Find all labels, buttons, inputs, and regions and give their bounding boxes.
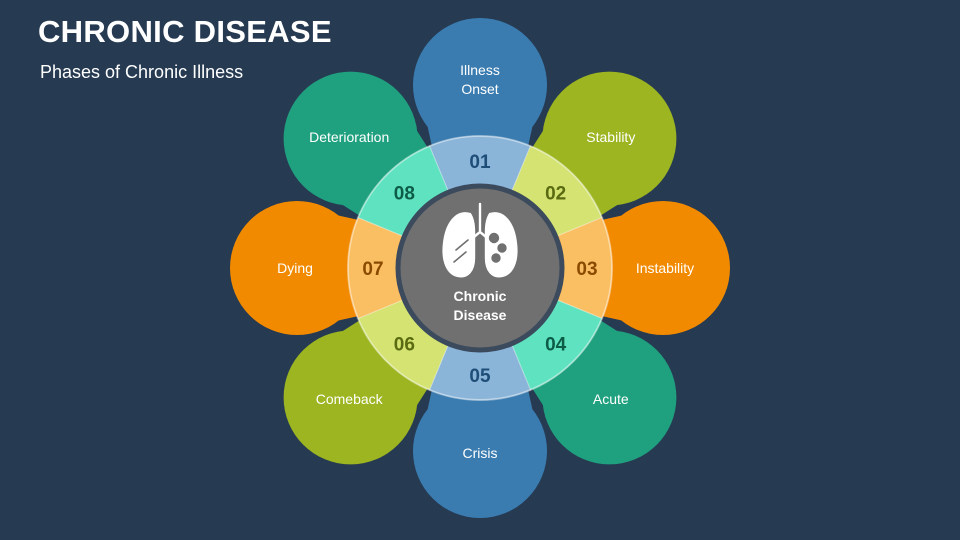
phase-number-03: 03 xyxy=(576,259,597,280)
center-circle xyxy=(395,183,565,353)
petal-bulb-05 xyxy=(413,384,547,518)
phase-number-04: 04 xyxy=(545,335,567,356)
page-subtitle: Phases of Chronic Illness xyxy=(40,62,244,82)
phase-label-07: Dying xyxy=(277,260,313,276)
phase-number-07: 07 xyxy=(362,259,383,280)
phase-label-05: Crisis xyxy=(463,445,498,461)
ring-segments-group xyxy=(347,135,613,401)
phase-number-02: 02 xyxy=(545,183,566,204)
petal-bulb-06 xyxy=(283,330,418,465)
center-label-line2: Disease xyxy=(454,307,507,323)
phase-number-08: 08 xyxy=(394,183,415,204)
petal-bulb-02 xyxy=(542,71,677,206)
center-label-line1: Chronic xyxy=(454,288,507,304)
lungs-icon xyxy=(442,202,518,278)
ring-outline xyxy=(347,135,613,401)
petal-bulb-07 xyxy=(230,201,364,335)
phase-label-06: Comeback xyxy=(316,391,384,407)
phase-number-06: 06 xyxy=(394,335,415,356)
phase-label-01: Illness xyxy=(460,62,500,78)
phase-numbers-group: 01 02 03 04 05 06 07 08 xyxy=(362,152,597,387)
phase-label-08: Deterioration xyxy=(309,129,389,145)
petal-bulb-03 xyxy=(596,201,730,335)
petal-bulb-08 xyxy=(283,71,418,206)
phase-label-03: Instability xyxy=(636,260,694,276)
petal-bulb-01 xyxy=(413,18,547,152)
petal-bulb-04 xyxy=(542,330,677,465)
phase-label-04: Acute xyxy=(593,391,629,407)
phase-number-01: 01 xyxy=(469,152,491,173)
page-title: CHRONIC DISEASE xyxy=(38,14,332,49)
phase-label-02: Stability xyxy=(586,129,635,145)
phase-number-05: 05 xyxy=(469,366,491,387)
phase-label-line2-01: Onset xyxy=(461,81,498,97)
